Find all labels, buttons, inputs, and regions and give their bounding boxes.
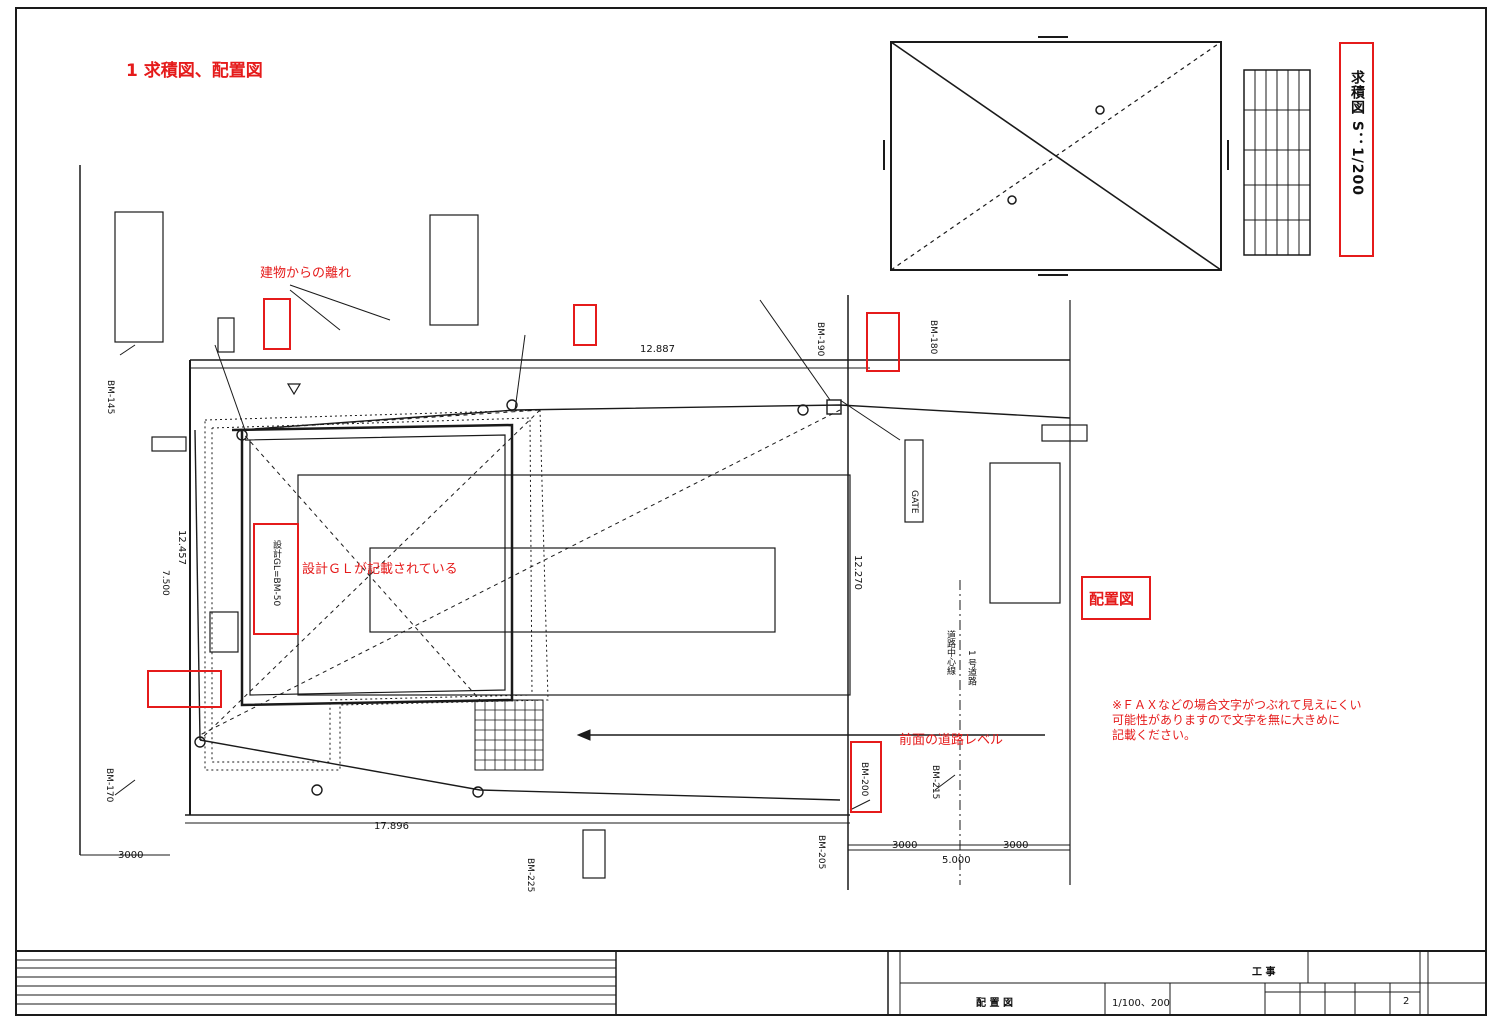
site-plan	[79, 165, 1088, 890]
west-level-label: 7.500	[160, 570, 170, 596]
bm-205-label: BM-205	[816, 835, 826, 870]
hatch-grid	[475, 700, 543, 770]
highlight-box-design-gl	[253, 523, 299, 635]
title-block-scale: 1/100、200	[1112, 998, 1170, 1009]
bm-170-label: BM-170	[104, 768, 114, 803]
annotation-fax-note-1: ※ＦＡＸなどの場合文字がつぶれて見えにくい	[1112, 698, 1362, 712]
dim-left-label: 12.457	[176, 530, 187, 565]
dim-right-label: 12.270	[852, 555, 863, 590]
title-block-drawing-name: 配 置 図	[976, 998, 1013, 1009]
dim-bottom-left-label: 3000	[118, 850, 144, 861]
annotation-building-distance: 建物からの離れ	[260, 266, 352, 281]
area-table	[1243, 69, 1311, 256]
road-right-label: 道路中心線	[945, 630, 955, 675]
title-block-project: 工 事	[1252, 967, 1276, 978]
dim-bottom-right-label: 3000	[1003, 840, 1029, 851]
highlight-box-bottom-right	[850, 741, 882, 813]
bm-200-label: BM-200	[859, 762, 869, 797]
title-block	[16, 950, 1486, 1015]
annotation-road-level: 前面の道路レベル	[899, 733, 1004, 748]
scale-label: 求積図 S：1/200	[1349, 70, 1365, 197]
highlight-box-top-right	[866, 312, 900, 372]
title-block-sheet-no: 2	[1403, 996, 1410, 1007]
bm-215-label: BM-215	[930, 765, 940, 800]
bm-145-label: BM-145	[105, 380, 115, 415]
dim-bottom-label: 17.896	[374, 821, 409, 832]
dim-bottom-mid-label: 3000	[892, 840, 918, 851]
haichizu-label: 配置図	[1089, 590, 1135, 608]
haichizu-box	[1081, 576, 1151, 620]
sheet-border	[15, 7, 1487, 1016]
highlight-box-left	[147, 670, 222, 708]
road-center-label: 1 号道路	[966, 650, 976, 686]
scale-box	[1339, 42, 1374, 257]
bm-180-label: BM-180	[928, 320, 938, 355]
bm-190-label: BM-190	[815, 322, 825, 357]
design-gl-box-label: 設計GL=BM-50	[271, 540, 281, 607]
highlight-box-top-mid	[573, 304, 597, 346]
dim-top-label: 12.887	[640, 344, 675, 355]
annotation-fax-note-3: 記載ください。	[1112, 728, 1197, 742]
area-calc-diagram	[883, 36, 1229, 276]
annotation-fax-note-2: 可能性がありますので文字を無に大きめに	[1112, 713, 1341, 727]
gate-label: GATE	[909, 490, 919, 514]
annotation-design-gl: 設計ＧＬが記載されている	[302, 562, 458, 577]
highlight-box-top-left	[263, 298, 291, 350]
level-right-top: 5.000	[942, 855, 971, 866]
bm-225-label: BM-225	[525, 858, 535, 893]
drawing-title: 1 求積図、配置図	[126, 61, 263, 81]
